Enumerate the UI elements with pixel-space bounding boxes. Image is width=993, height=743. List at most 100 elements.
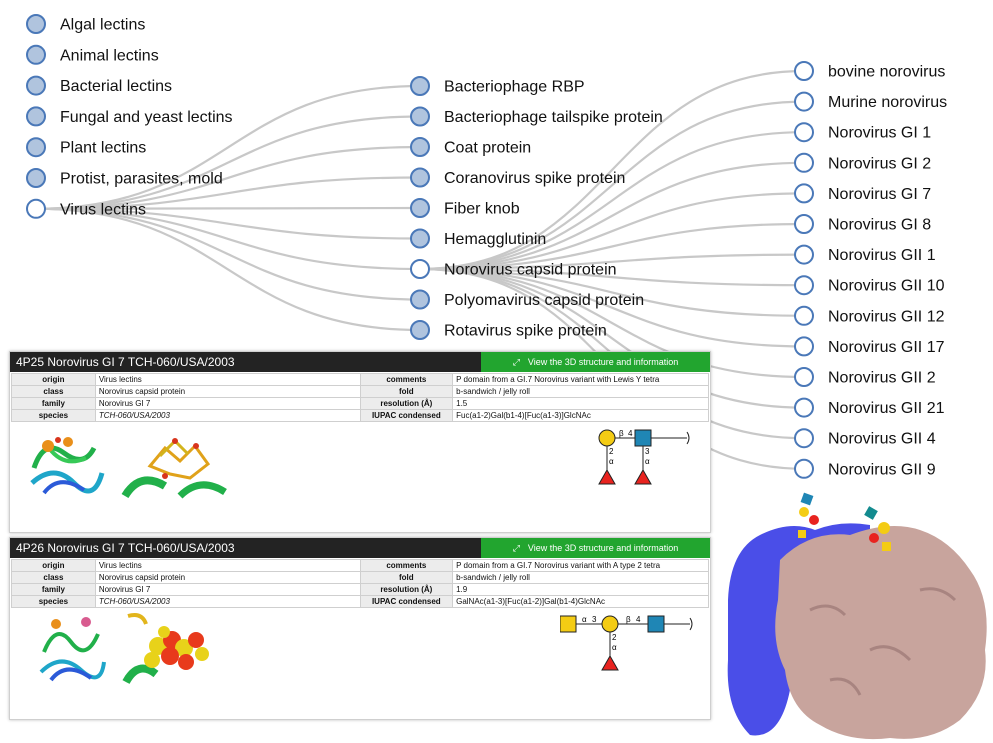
leaf-node-icon[interactable] [794, 367, 814, 387]
collapsed-node-icon[interactable] [26, 137, 46, 158]
tree-node-animal-lectins[interactable]: Animal lectins [26, 44, 159, 65]
tree-node-label[interactable]: Rotavirus spike protein [444, 323, 607, 340]
tree-node-coat-protein[interactable]: Coat protein [410, 137, 531, 157]
expanded-node-icon[interactable] [26, 198, 46, 219]
tree-node-label[interactable]: Norovirus GII 9 [828, 461, 936, 478]
collapsed-node-icon[interactable] [410, 76, 430, 96]
galactose-icon [601, 615, 619, 633]
leaf-node-icon[interactable] [794, 397, 814, 418]
tree-node-norovirus-gi-8[interactable]: Norovirus GI 8 [794, 214, 931, 234]
tree-node-coranovirus-spike-protein[interactable]: Coranovirus spike protein [410, 167, 625, 188]
protein-cartoon-thumbnail[interactable] [24, 428, 106, 498]
table-row: class Norovirus capsid protein fold b-sa… [11, 571, 709, 584]
tree-node-bacterial-lectins[interactable]: Bacterial lectins [26, 75, 172, 96]
collapsed-node-icon[interactable] [410, 106, 430, 127]
tree-node-label[interactable]: Norovirus GII 12 [828, 308, 945, 325]
tree-node-norovirus-capsid-protein[interactable]: Norovirus capsid protein [410, 259, 617, 279]
tree-node-label[interactable]: Norovirus GI 1 [828, 125, 931, 142]
tree-node-label[interactable]: Norovirus GII 17 [828, 339, 945, 356]
tree-node-label[interactable]: Murine norovirus [828, 94, 947, 111]
tree-node-fungal-and-yeast-lectins[interactable]: Fungal and yeast lectins [26, 106, 233, 127]
tree-node-label[interactable]: Norovirus GII 2 [828, 370, 936, 387]
collapsed-node-icon[interactable] [26, 75, 46, 96]
leaf-node-icon[interactable] [794, 458, 814, 479]
tree-node-plant-lectins[interactable]: Plant lectins [26, 137, 146, 158]
tree-node-norovirus-gii-10[interactable]: Norovirus GII 10 [794, 275, 945, 296]
collapsed-node-icon[interactable] [26, 44, 46, 65]
tree-node-label[interactable]: Norovirus GI 2 [828, 155, 931, 172]
tree-node-label[interactable]: Protist, parasites, mold [60, 171, 223, 188]
tree-node-polyomavirus-capsid-protein[interactable]: Polyomavirus capsid protein [410, 289, 644, 310]
tree-node-bovine-norovirus[interactable]: bovine norovirus [794, 61, 945, 81]
tree-node-norovirus-gi-7[interactable]: Norovirus GI 7 [794, 183, 931, 204]
protein-cartoon-thumbnail[interactable] [36, 612, 106, 684]
collapsed-node-icon[interactable] [410, 198, 430, 218]
expanded-node-icon[interactable] [410, 259, 430, 279]
leaf-node-icon[interactable] [794, 244, 814, 265]
tree-node-norovirus-gii-2[interactable]: Norovirus GII 2 [794, 367, 936, 387]
resolution-value: 1.5 [452, 397, 709, 410]
card-body: β 4 2 α 3 α [10, 422, 710, 500]
view-3d-structure-button[interactable]: ⤢View the 3D structure and information [481, 352, 710, 372]
tree-node-norovirus-gi-2[interactable]: Norovirus GI 2 [794, 152, 931, 173]
collapsed-node-icon[interactable] [410, 167, 430, 188]
tree-node-algal-lectins[interactable]: Algal lectins [26, 14, 145, 34]
leaf-node-icon[interactable] [794, 336, 814, 357]
tree-node-hemagglutinin[interactable]: Hemagglutinin [410, 228, 546, 249]
tree-node-norovirus-gi-1[interactable]: Norovirus GI 1 [794, 122, 931, 143]
leaf-node-icon[interactable] [794, 214, 814, 234]
tree-node-label[interactable]: Norovirus GI 7 [828, 186, 931, 203]
tree-node-norovirus-gii-1[interactable]: Norovirus GII 1 [794, 244, 936, 265]
leaf-node-icon[interactable] [794, 428, 814, 449]
tree-node-label[interactable]: Norovirus capsid protein [444, 262, 617, 279]
tree-node-label[interactable]: Fungal and yeast lectins [60, 109, 233, 126]
tree-node-label[interactable]: Animal lectins [60, 47, 159, 64]
tree-node-murine-norovirus[interactable]: Murine norovirus [794, 91, 947, 112]
tree-node-label[interactable]: Coat protein [444, 140, 531, 157]
collapsed-node-icon[interactable] [410, 228, 430, 249]
leaf-node-icon[interactable] [794, 61, 814, 81]
tree-node-bacteriophage-tailspike-protein[interactable]: Bacteriophage tailspike protein [410, 106, 663, 127]
tree-node-label[interactable]: Virus lectins [60, 201, 146, 218]
tree-node-label[interactable]: Norovirus GII 21 [828, 400, 945, 417]
collapsed-node-icon[interactable] [410, 289, 430, 310]
tree-node-label[interactable]: Norovirus GII 4 [828, 431, 936, 448]
tree-node-fiber-knob[interactable]: Fiber knob [410, 198, 520, 218]
tree-node-label[interactable]: Bacteriophage RBP [444, 79, 585, 96]
tree-node-label[interactable]: Polyomavirus capsid protein [444, 292, 644, 309]
leaf-node-icon[interactable] [794, 152, 814, 173]
leaf-node-icon[interactable] [794, 122, 814, 143]
tree-node-protist-parasites-mold[interactable]: Protist, parasites, mold [26, 168, 223, 188]
tree-node-norovirus-gii-9[interactable]: Norovirus GII 9 [794, 458, 936, 479]
tree-node-norovirus-gii-12[interactable]: Norovirus GII 12 [794, 305, 945, 326]
leaf-node-icon[interactable] [794, 183, 814, 204]
leaf-node-icon[interactable] [794, 91, 814, 112]
collapsed-node-icon[interactable] [26, 14, 46, 34]
tree-node-virus-lectins[interactable]: Virus lectins [26, 198, 146, 219]
tree-node-label[interactable]: Norovirus GII 1 [828, 247, 936, 264]
tree-node-label[interactable]: bovine norovirus [828, 64, 945, 81]
collapsed-node-icon[interactable] [26, 168, 46, 188]
tree-node-label[interactable]: Coranovirus spike protein [444, 170, 625, 187]
tree-node-label[interactable]: Norovirus GI 8 [828, 217, 931, 234]
ligand-closeup-thumbnail[interactable] [120, 426, 230, 500]
tree-node-bacteriophage-rbp[interactable]: Bacteriophage RBP [410, 76, 585, 96]
collapsed-node-icon[interactable] [410, 137, 430, 157]
tree-node-label[interactable]: Bacteriophage tailspike protein [444, 109, 663, 126]
tree-node-norovirus-gii-21[interactable]: Norovirus GII 21 [794, 397, 945, 418]
tree-node-rotavirus-spike-protein[interactable]: Rotavirus spike protein [410, 320, 607, 340]
leaf-node-icon[interactable] [794, 305, 814, 326]
collapsed-node-icon[interactable] [410, 320, 430, 340]
tree-node-norovirus-gii-4[interactable]: Norovirus GII 4 [794, 428, 936, 449]
tree-node-label[interactable]: Fiber knob [444, 201, 520, 218]
tree-node-label[interactable]: Hemagglutinin [444, 231, 546, 248]
collapsed-node-icon[interactable] [26, 106, 46, 127]
tree-node-label[interactable]: Bacterial lectins [60, 78, 172, 95]
tree-node-norovirus-gii-17[interactable]: Norovirus GII 17 [794, 336, 945, 357]
leaf-node-icon[interactable] [794, 275, 814, 296]
view-3d-structure-button[interactable]: ⤢View the 3D structure and information [481, 538, 710, 558]
ligand-spacefill-thumbnail[interactable] [122, 610, 218, 686]
tree-node-label[interactable]: Plant lectins [60, 140, 146, 157]
tree-node-label[interactable]: Norovirus GII 10 [828, 278, 945, 295]
tree-node-label[interactable]: Algal lectins [60, 17, 145, 34]
